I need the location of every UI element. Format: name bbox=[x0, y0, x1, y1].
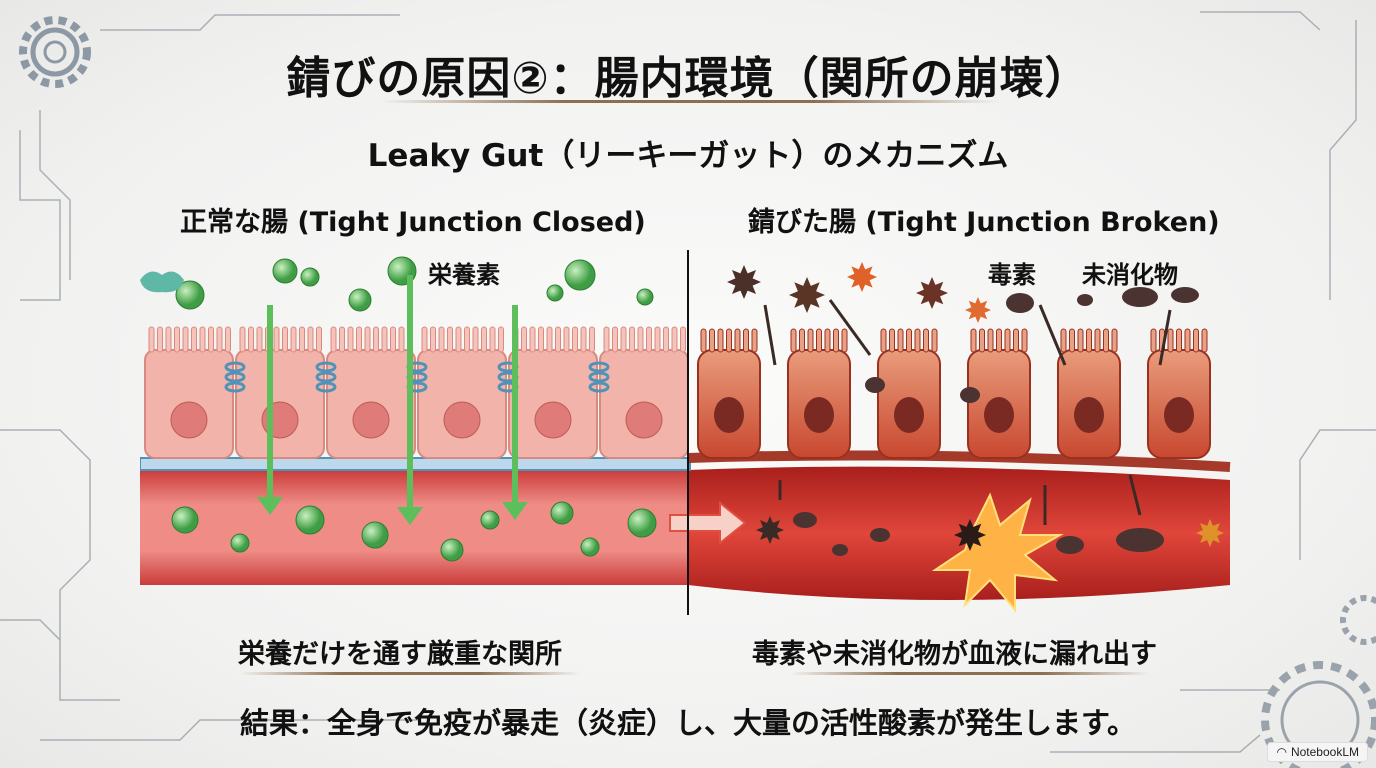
nutrient-particle bbox=[171, 506, 199, 534]
healthy-cell bbox=[406, 326, 507, 459]
damaged-cell bbox=[1147, 328, 1211, 459]
arrow-head bbox=[257, 497, 283, 515]
leaky-gut-illustration bbox=[140, 250, 1231, 615]
nutrient-particle bbox=[175, 280, 205, 310]
tight-junction bbox=[588, 371, 610, 383]
tight-junction bbox=[588, 361, 610, 373]
blood-vessel-healthy bbox=[140, 470, 690, 585]
tight-junction bbox=[224, 371, 246, 383]
caption-underline bbox=[240, 672, 580, 675]
nutrient-particle bbox=[295, 505, 325, 535]
undigested-particle bbox=[1056, 536, 1084, 554]
nutrient-particle bbox=[580, 537, 600, 557]
damaged-cell bbox=[787, 328, 851, 459]
damaged-cell bbox=[877, 328, 941, 459]
tight-junction bbox=[588, 381, 610, 393]
toxin-particle bbox=[789, 277, 825, 313]
undigested-label: 未消化物 bbox=[1082, 261, 1178, 289]
nutrient-particle bbox=[480, 510, 500, 530]
nutrient-particle bbox=[564, 259, 596, 291]
leak-arrow bbox=[1128, 474, 1142, 516]
undigested-particle bbox=[1171, 287, 1199, 303]
notebooklm-logo-icon: ◠ bbox=[1276, 745, 1287, 759]
basement-membrane bbox=[140, 457, 691, 471]
slide-subtitle: Leaky Gut（リーキーガット）のメカニズム bbox=[367, 138, 1009, 174]
arrow-head bbox=[397, 507, 423, 525]
nutrient-particle bbox=[361, 521, 389, 549]
toxin-particle bbox=[916, 277, 948, 309]
toxin-particle bbox=[756, 516, 784, 544]
healthy-gut-heading: 正常な腸 (Tight Junction Closed) bbox=[180, 207, 646, 238]
toxin-particle bbox=[1196, 519, 1224, 547]
toxin-particle bbox=[965, 297, 991, 323]
tight-junction bbox=[315, 361, 337, 373]
arrow-head bbox=[502, 502, 528, 520]
tight-junction bbox=[224, 381, 246, 393]
gear-icon bbox=[19, 16, 91, 88]
caption-underline bbox=[790, 672, 1150, 675]
tight-junction bbox=[315, 381, 337, 393]
nutrient-particle bbox=[636, 288, 654, 306]
undigested-particle bbox=[1122, 287, 1158, 307]
undigested-particle bbox=[1006, 293, 1034, 313]
nutrient-particle bbox=[230, 533, 250, 553]
leak-arrow bbox=[1158, 309, 1172, 366]
gear-icon bbox=[1340, 595, 1376, 645]
leak-arrow bbox=[763, 304, 777, 366]
healthy-cell bbox=[588, 326, 689, 459]
healthy-cell bbox=[144, 326, 234, 459]
toxin-particle bbox=[847, 262, 877, 292]
nutrient-particle bbox=[300, 267, 320, 287]
tight-junction bbox=[315, 371, 337, 383]
healthy-cell bbox=[315, 326, 416, 459]
undigested-particle bbox=[1077, 294, 1093, 306]
title-divider bbox=[380, 100, 1000, 103]
toxin-particle bbox=[954, 519, 986, 551]
slide-title: 錆びの原因②：腸内環境（関所の崩壊） bbox=[286, 53, 1090, 104]
nutrients-label: 栄養素 bbox=[428, 261, 500, 289]
undigested-particle bbox=[960, 387, 980, 403]
undigested-particle bbox=[870, 528, 890, 542]
nutrient-particle bbox=[627, 508, 657, 538]
nutrient-particle bbox=[348, 288, 372, 312]
inflammation-burst-icon bbox=[931, 492, 1064, 613]
nutrient-particle bbox=[546, 284, 564, 302]
leak-arrow bbox=[1038, 304, 1067, 366]
notebooklm-label: NotebookLM bbox=[1290, 745, 1359, 759]
undigested-particle bbox=[832, 544, 848, 556]
undigested-particle bbox=[865, 377, 885, 393]
nutrient-particle bbox=[140, 271, 184, 293]
damaged-cell bbox=[697, 328, 761, 459]
nutrient-particle bbox=[440, 538, 464, 562]
leak-arrow bbox=[828, 299, 872, 356]
result-statement: 結果：全身で免疫が暴走（炎症）し、大量の活性酸素が発生します。 bbox=[239, 706, 1137, 740]
undigested-particle bbox=[1116, 528, 1164, 552]
notebooklm-badge: ◠ NotebookLM bbox=[1267, 742, 1368, 762]
undigested-particle bbox=[793, 512, 817, 528]
toxin-particle bbox=[727, 265, 761, 299]
damaged-cell bbox=[967, 328, 1031, 459]
tight-junction bbox=[224, 361, 246, 373]
rusted-gut-caption: 毒素や未消化物が血液に漏れ出す bbox=[752, 639, 1157, 670]
healthy-gut-caption: 栄養だけを通す厳重な関所 bbox=[238, 639, 562, 670]
nutrient-particle bbox=[272, 258, 298, 284]
damaged-cell bbox=[1057, 328, 1121, 459]
toxins-label: 毒素 bbox=[988, 261, 1036, 289]
nutrient-particle bbox=[550, 501, 574, 525]
healthy-cell bbox=[224, 326, 325, 459]
flow-arrow bbox=[669, 500, 747, 546]
rusted-gut-heading: 錆びた腸 (Tight Junction Broken) bbox=[748, 207, 1220, 238]
